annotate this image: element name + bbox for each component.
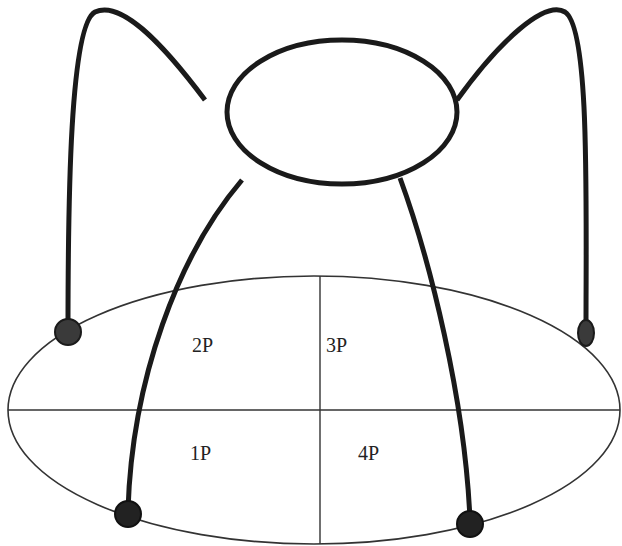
quadrant-label: 1P: [190, 443, 211, 463]
head-oval: [227, 40, 457, 184]
electrode-dot: [457, 511, 483, 537]
outer-left-wire: [68, 10, 205, 330]
outer-right-wire: [457, 10, 586, 330]
quadrant-label: 2P: [192, 335, 213, 355]
electrode-dot: [115, 501, 141, 527]
quadrant-label: 3P: [326, 335, 347, 355]
electrode-dot: [55, 319, 81, 345]
inner-right-wire: [400, 178, 470, 520]
base-ellipse: [8, 276, 620, 544]
quadrant-label: 4P: [358, 443, 379, 463]
electrode-dot: [578, 320, 594, 346]
horizontal-divider: [8, 409, 620, 410]
vertical-divider: [319, 276, 320, 544]
inner-left-wire: [128, 180, 242, 510]
